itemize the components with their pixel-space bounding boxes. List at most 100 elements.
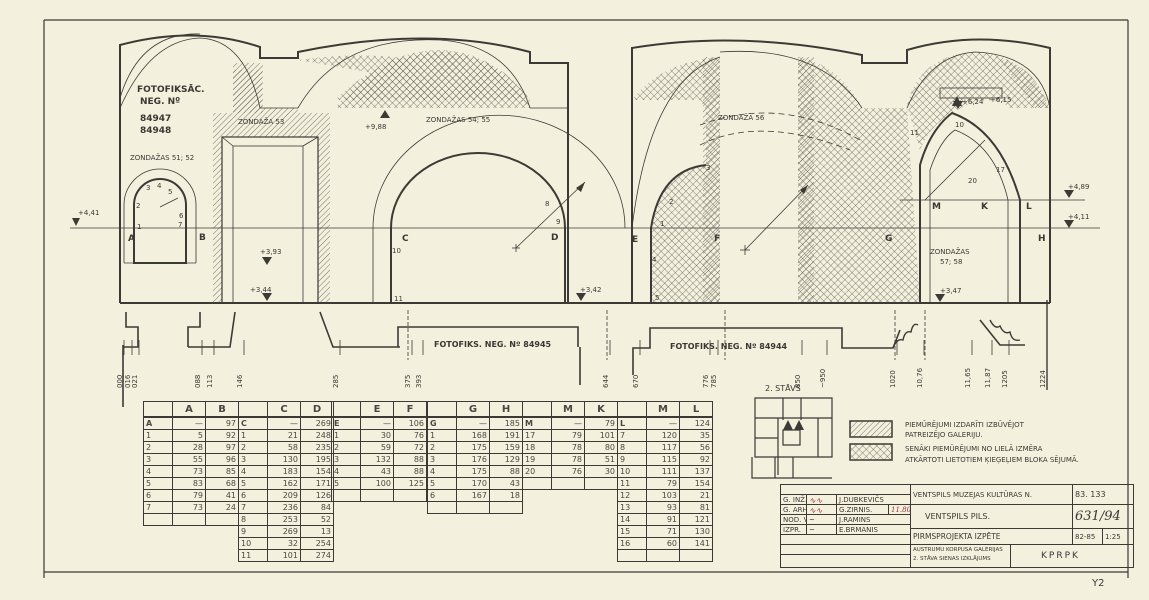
right-elevation — [620, 38, 1085, 304]
table-cell: M — [522, 416, 552, 430]
table-header: E — [360, 401, 394, 418]
point-number: 4 — [157, 182, 162, 190]
table-cell: 209 — [267, 489, 301, 502]
photo-neg-number: 84947 — [140, 114, 171, 124]
table-row: M—79 — [522, 416, 618, 430]
table-row — [143, 513, 239, 526]
table-header: A — [172, 401, 206, 418]
point-label: F — [714, 234, 720, 244]
table-cell — [617, 549, 647, 562]
level-mark: +6,15 — [990, 96, 1011, 104]
view-arrow-icon — [783, 420, 793, 430]
table-cell — [489, 501, 523, 514]
table-cell: 76 — [393, 429, 427, 442]
table-cell: 274 — [300, 549, 334, 562]
table-header: K — [584, 401, 618, 418]
table-cell: 14 — [617, 513, 647, 526]
stage: PIRMSPROJEKTA IZPĒTE — [911, 529, 1073, 545]
table-header: C — [267, 401, 301, 418]
level-mark: +9,88 — [365, 123, 386, 131]
signer-date: 11.80 — [889, 505, 911, 515]
dimension-label: 1205 — [1001, 370, 1009, 388]
tb-empty — [781, 545, 911, 555]
table-header — [143, 401, 173, 418]
table-cell: 185 — [489, 416, 523, 430]
table-cell: 10 — [617, 465, 647, 478]
table-cell — [646, 549, 680, 562]
dimension-label: 11,87 — [984, 368, 992, 388]
dimension-label: 670 — [632, 375, 640, 388]
dimension-label: ~950 — [819, 369, 827, 388]
probe-label: 57; 58 — [940, 258, 962, 266]
table-cell: 91 — [646, 513, 680, 526]
table-cell — [427, 501, 457, 514]
table-cell — [331, 489, 361, 502]
table-cell: 79 — [646, 477, 680, 490]
table-cell — [172, 513, 206, 526]
photo-neg-number: 84948 — [140, 126, 171, 136]
table-cell: 5 — [172, 429, 206, 442]
table-cell: L — [617, 416, 647, 430]
table-cell: 132 — [360, 453, 394, 466]
table-cell: 2 — [238, 441, 268, 454]
table-cell: 17 — [522, 429, 552, 442]
table-cell: 269 — [300, 416, 334, 430]
legend-text: PATREIZĒJO GALERIJU. — [905, 430, 983, 439]
table-cell — [584, 477, 618, 490]
table-cell: 28 — [172, 441, 206, 454]
dimension-label: 850 — [794, 375, 802, 388]
table-cell: 175 — [456, 441, 490, 454]
table-header: F — [393, 401, 427, 418]
table-cell: 101 — [267, 549, 301, 562]
point-label: K — [981, 202, 989, 212]
table-cell: 6 — [238, 489, 268, 502]
table-cell: 100 — [360, 477, 394, 490]
table-cell — [456, 501, 490, 514]
dimension-label: 016 — [124, 374, 132, 388]
table-header — [238, 401, 268, 418]
table-cell: 11 — [617, 477, 647, 490]
corner-mark: Y2 — [1091, 578, 1104, 589]
point-number: 1 — [660, 220, 664, 228]
table-header: M — [646, 401, 680, 418]
table-cell: 126 — [300, 489, 334, 502]
table-cell: 13 — [617, 501, 647, 514]
table-cell: 5 — [331, 477, 361, 490]
table-cell — [143, 513, 173, 526]
table-cell: 73 — [172, 465, 206, 478]
table-cell: 1 — [331, 429, 361, 442]
title-block: G. INŽ. ∿∿ J.DUBKEVIČS G. ARH. ∿∿ G.ZIRN… — [780, 484, 1134, 568]
table-cell: 79 — [584, 416, 618, 430]
table-cell: 2 — [143, 441, 173, 454]
table-row: L—124 — [617, 416, 713, 430]
table-row — [617, 549, 713, 562]
table-cell: 115 — [646, 453, 680, 466]
plan-strip: FOTOFIKS. NEG. Nº 84945 FOTOFIKS. NEG. N… — [122, 300, 1048, 407]
table-row — [522, 477, 618, 490]
table-cell: 21 — [679, 489, 713, 502]
table-cell: E — [331, 416, 361, 430]
probe-label: ZONDAŽAS — [930, 247, 970, 256]
table-cell: 154 — [679, 477, 713, 490]
table-cell: 269 — [267, 525, 301, 538]
table-cell: 88 — [393, 465, 427, 478]
table-cell: 254 — [300, 537, 334, 550]
dimension-label: 393 — [415, 375, 423, 388]
table-header: L — [679, 401, 713, 418]
organization: KPRPK — [1041, 551, 1080, 561]
